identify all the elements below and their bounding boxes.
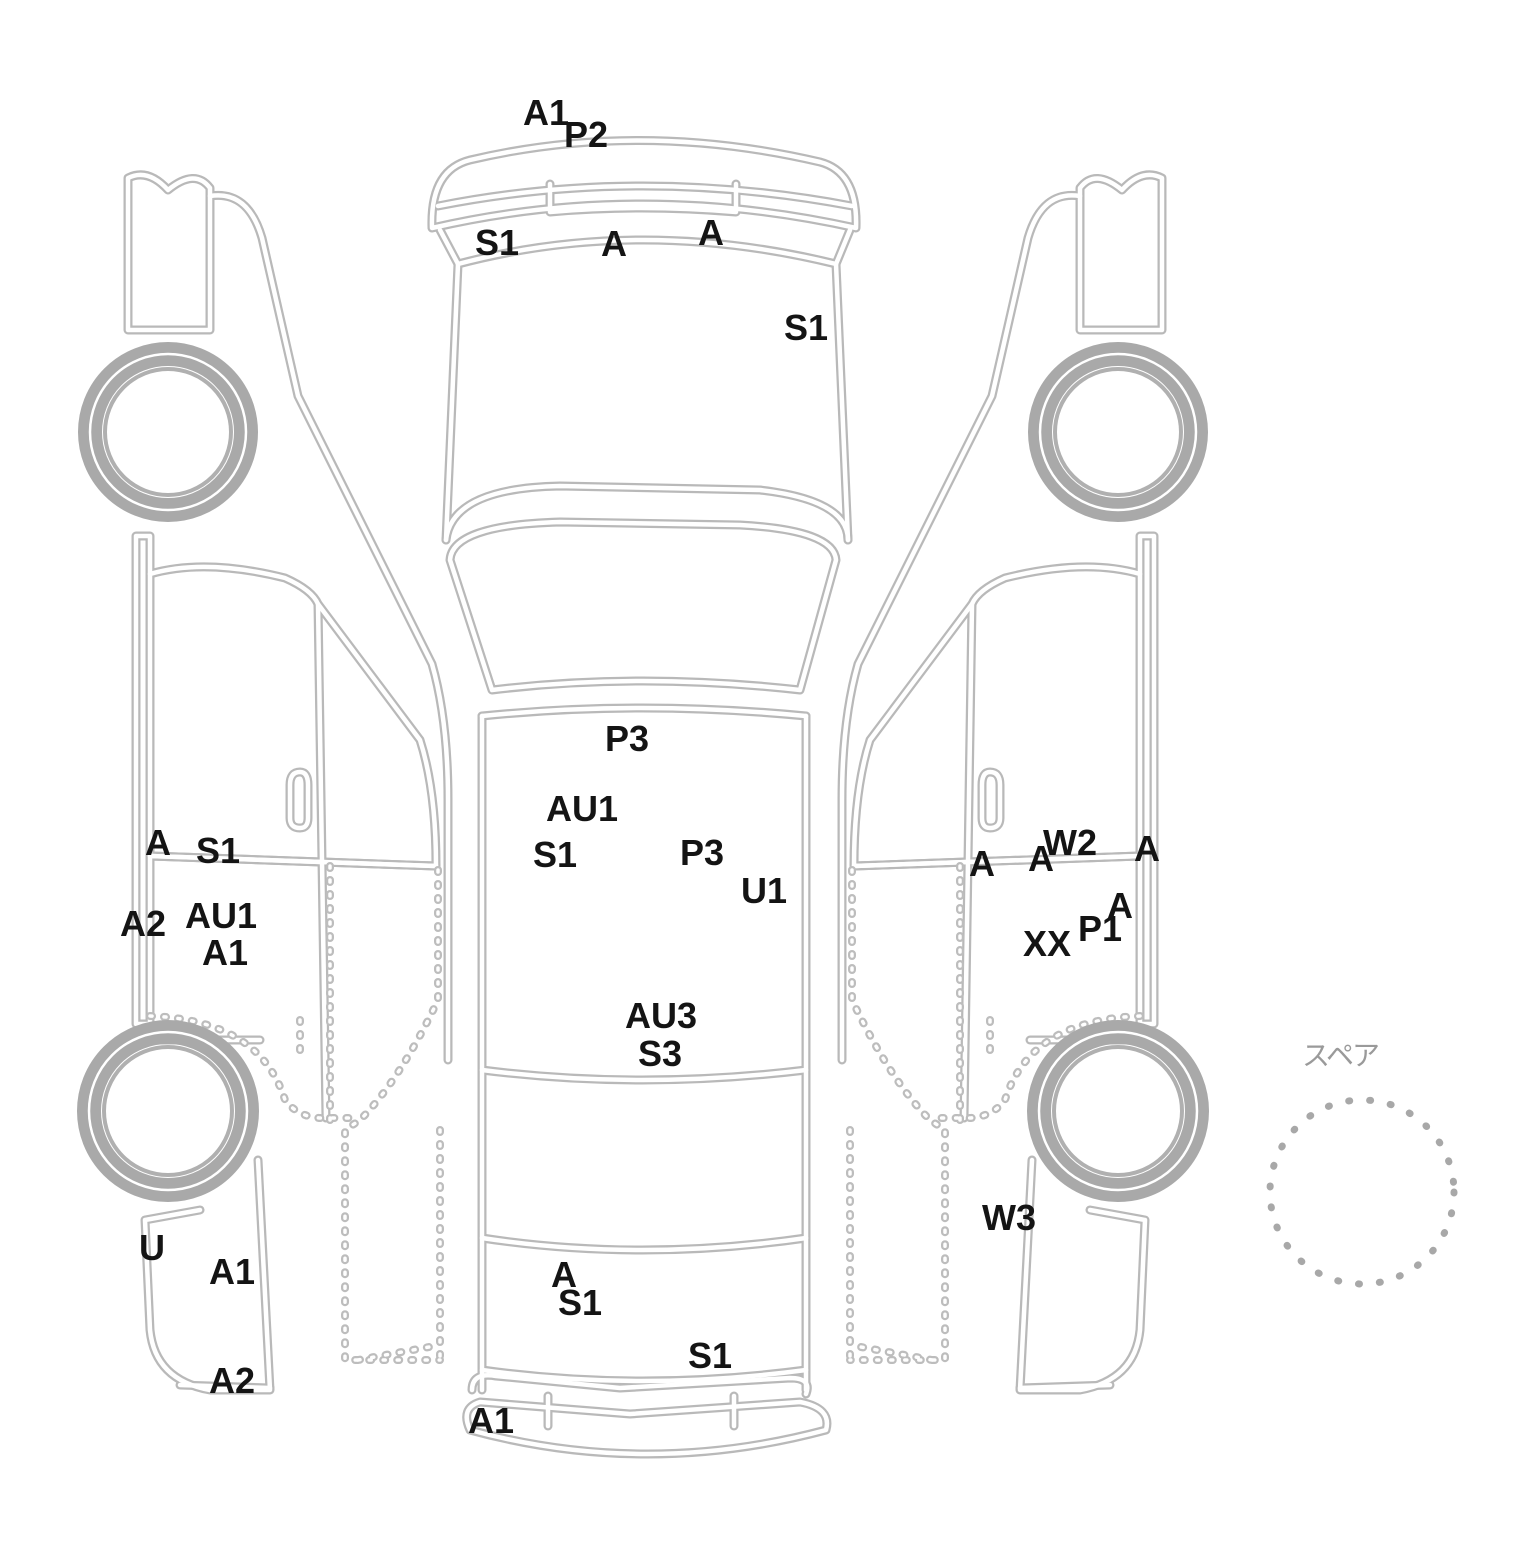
damage-code: A — [601, 223, 627, 264]
damage-code: A2 — [208, 1360, 256, 1401]
damage-code: W2 — [1043, 822, 1097, 863]
damage-code: S1 — [687, 1335, 733, 1376]
left-side-view — [77, 175, 448, 1390]
damage-code: U — [139, 1227, 165, 1268]
damage-code: S1 — [195, 830, 241, 871]
damage-code: AU3 — [624, 995, 698, 1036]
damage-code: A — [698, 212, 724, 253]
damage-code: A1 — [208, 1251, 256, 1292]
damage-code: P2 — [563, 114, 609, 155]
damage-code: A — [551, 1254, 577, 1295]
right-side-wheels — [1027, 342, 1209, 1202]
spare-label: スペア — [1302, 1039, 1380, 1072]
damage-code: S1 — [783, 307, 829, 348]
damage-code: W3 — [982, 1197, 1036, 1238]
damage-code: A — [1107, 885, 1133, 926]
damage-code: A1 — [467, 1400, 515, 1441]
top-view — [427, 136, 861, 1459]
damage-code: A1 — [201, 932, 249, 973]
damage-code: A — [145, 822, 171, 863]
damage-code: P3 — [604, 718, 650, 759]
damage-code: XX — [1022, 923, 1072, 964]
damage-code: S1 — [532, 834, 578, 875]
damage-code: A — [1134, 828, 1160, 869]
damage-code: P1 — [1077, 908, 1123, 949]
damage-code: AU1 — [184, 895, 258, 936]
damage-code: S1 — [474, 222, 520, 263]
damage-code: S3 — [637, 1033, 683, 1074]
damage-code: A — [1028, 838, 1054, 879]
spare-tire-outline — [1266, 1096, 1458, 1288]
damage-code: A — [969, 843, 995, 884]
damage-code: P3 — [679, 832, 725, 873]
damage-code: S1 — [557, 1282, 603, 1323]
damage-code: U1 — [740, 870, 788, 911]
damage-code: A1 — [522, 92, 570, 133]
damage-code: AU1 — [545, 788, 619, 829]
damage-code: A2 — [119, 903, 167, 944]
